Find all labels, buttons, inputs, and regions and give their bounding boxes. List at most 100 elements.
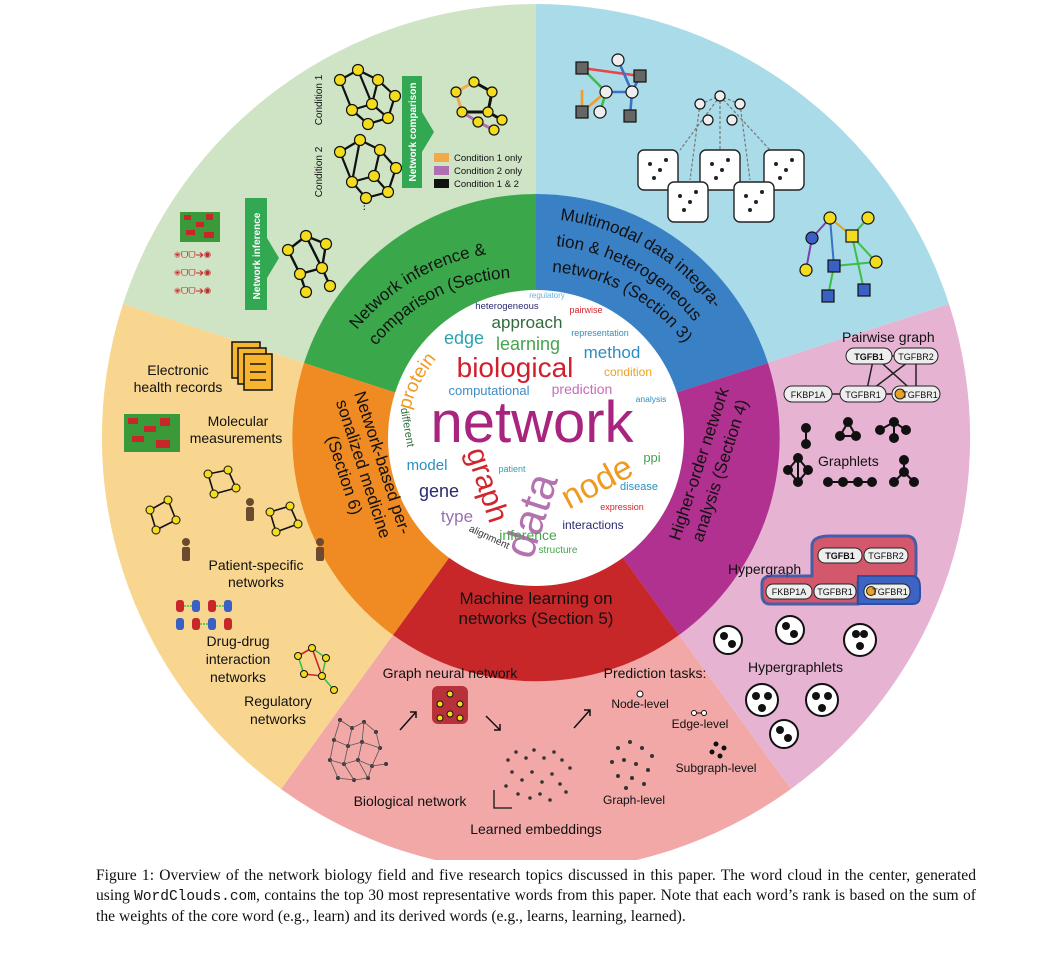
gene-tgfb1: TGFB1 (854, 352, 884, 362)
caption-part1: Figure 1: Overview of the network biolog… (96, 867, 976, 904)
hyper-gene-tgfb1: TGFB1 (825, 551, 855, 561)
ehr-label-line2: health records (134, 379, 223, 395)
psn-label-line2: networks (228, 574, 284, 590)
condition1-network (333, 63, 402, 131)
subnetwork-dots (648, 158, 794, 212)
red-panel-machine-learning: Graph neural network Prediction tasks: (328, 665, 756, 837)
svg-text:✺ᗜᗜ➔◉: ✺ᗜᗜ➔◉ (174, 286, 211, 296)
figure-caption: Figure 1: Overview of the network biolog… (96, 866, 976, 927)
word-cloud-disc (388, 290, 684, 586)
gene-tgfbr2: TGFBR2 (898, 352, 934, 362)
network-comparison-arrow: Network comparison (402, 76, 434, 188)
pairwise-graph: TGFB1 TGFBR2 FKBP1A TGFBR1 TGFBR1 (783, 347, 941, 403)
ddi-label-line2: interaction (206, 651, 271, 667)
molecular-heatmap-icon (124, 414, 180, 452)
prediction-tasks-title: Prediction tasks: (604, 665, 707, 681)
word-network: network (430, 390, 634, 455)
psn-label-line1: Patient-specific (209, 557, 304, 573)
legend-condition2-only: Condition 2 only (454, 166, 522, 177)
word-condition: condition (604, 365, 652, 379)
word-regulatory: regulatory (529, 291, 565, 300)
subgraph-level-label: Subgraph-level (676, 761, 757, 775)
node-level-label: Node-level (611, 697, 668, 711)
word-patient: patient (498, 464, 526, 474)
gene-tgfbr1: TGFBR1 (845, 390, 881, 400)
blue-panel-multimodal (575, 53, 883, 303)
ddi-label-line1: Drug-drug (206, 633, 269, 649)
hypergraph-title: Hypergraph (728, 561, 801, 577)
hyper-gene-tgfbr2: TGFBR2 (868, 551, 904, 561)
prediction-levels: Node-level Edge-level Subgraph-level Gra… (603, 690, 757, 807)
subgraph-icon (709, 741, 727, 759)
word-interactions: interactions (562, 518, 623, 532)
biological-network-label: Biological network (354, 793, 468, 809)
word-heterogeneous: heterogeneous (475, 301, 539, 312)
learned-embeddings-icon (493, 748, 572, 809)
hypergraphlets-icons (713, 615, 877, 749)
caption-site-name: WordClouds.com (134, 888, 256, 905)
gene-fkbp1a: FKBP1A (791, 390, 826, 400)
inferred-network (281, 229, 337, 299)
svg-text:✺ᗜᗜ➔◉: ✺ᗜᗜ➔◉ (174, 268, 211, 278)
word-disease: disease (620, 481, 658, 493)
graph-level-label: Graph-level (603, 793, 665, 807)
inner-ring (292, 194, 780, 682)
more-conditions-ellipsis: ... (354, 201, 368, 211)
hyper-gene-tgfbr1: TGFBR1 (817, 587, 853, 597)
health-records-icon (231, 341, 273, 391)
heterogeneous-network (799, 211, 883, 303)
word-method: method (584, 343, 641, 362)
hypergraph: TGFB1 TGFBR2 FKBP1A TGFBR1 TGFBR1 (760, 534, 921, 606)
caption-part2: , contains the top 30 most representativ… (96, 886, 976, 926)
hyper-gene-tgfbr1-phosphorylated: TGFBR1 (872, 587, 908, 597)
pink-panel-higher-order: Pairwise graph TGFB1 TGFBR2 FKBP1A TGFBR… (713, 329, 941, 749)
hierarchical-networks (679, 95, 771, 181)
graphlets-icons (783, 417, 919, 487)
s5-label-line2: networks (Section 5) (459, 609, 614, 628)
expression-heatmap-icon (180, 212, 220, 242)
biological-network-icon (328, 718, 388, 782)
network-inference-label: Network inference (252, 212, 263, 299)
pairwise-graph-title: Pairwise graph (842, 329, 935, 345)
condition1-label: Condition 1 (314, 74, 325, 125)
compared-network (450, 76, 508, 136)
word-pairwise: pairwise (569, 305, 602, 315)
reg-label-line2: networks (250, 711, 306, 727)
network-comparison-label: Network comparison (408, 83, 419, 182)
gene-tgfbr1-phosphorylated: TGFBR1 (902, 390, 938, 400)
flow-arrows (399, 709, 591, 731)
gnn-icon (432, 686, 468, 724)
network-biology-overview-figure: Network inference & comparison (Section … (0, 0, 971, 860)
ehr-label-line1: Electronic (147, 362, 208, 378)
molecular-label-line2: measurements (190, 430, 283, 446)
gnn-title: Graph neural network (383, 665, 519, 681)
graphlets-title: Graphlets (818, 453, 879, 469)
network-inference-arrow: Network inference (245, 198, 279, 310)
edge-level-label: Edge-level (672, 717, 729, 731)
word-prediction: prediction (552, 381, 613, 397)
word-gene: gene (419, 481, 459, 501)
condition2-label: Condition 2 (314, 146, 325, 197)
word-representation: representation (571, 328, 629, 338)
word-structure: structure (539, 545, 578, 556)
reg-label-line1: Regulatory (244, 693, 312, 709)
molecular-label-line1: Molecular (208, 413, 269, 429)
learned-embeddings-label: Learned embeddings (470, 821, 602, 837)
comparison-legend: Condition 1 only Condition 2 only Condit… (434, 153, 522, 190)
drug-pills-icon (176, 600, 232, 630)
word-inference: inference (499, 527, 557, 543)
legend-condition1-2: Condition 1 & 2 (454, 179, 519, 190)
svg-text:✺ᗜᗜ➔◉: ✺ᗜᗜ➔◉ (174, 250, 211, 260)
word-analysis: analysis (636, 394, 667, 404)
word-expression: expression (600, 502, 644, 512)
word-biological: biological (457, 352, 574, 383)
graph-level-icon (610, 740, 654, 790)
word-edge: edge (444, 328, 484, 348)
patient-networks-icon (145, 465, 303, 537)
hypergraphlets-title: Hypergraphlets (748, 659, 843, 675)
ddi-label-line3: networks (210, 669, 266, 685)
hyper-gene-fkbp1a: FKBP1A (772, 587, 807, 597)
word-type: type (441, 507, 473, 526)
word-model: model (407, 457, 448, 474)
legend-condition1-only: Condition 1 only (454, 153, 522, 164)
